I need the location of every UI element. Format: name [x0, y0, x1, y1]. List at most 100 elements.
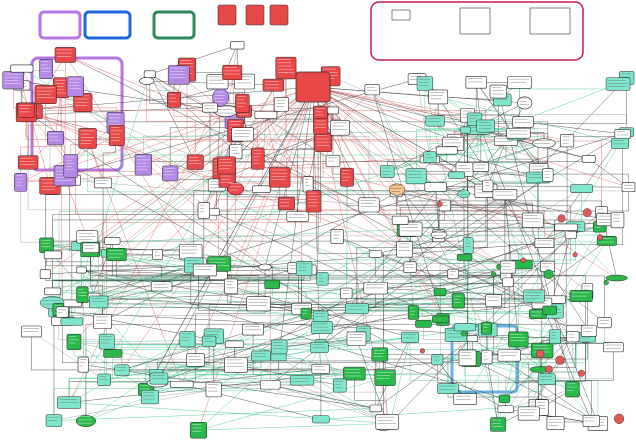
node-teal[interactable] — [312, 416, 329, 423]
node-teal[interactable] — [549, 330, 560, 344]
node-white[interactable] — [44, 288, 60, 295]
node-white[interactable] — [502, 278, 513, 287]
node-white[interactable] — [312, 364, 330, 373]
node-white[interactable] — [331, 229, 344, 243]
node-white[interactable] — [370, 405, 382, 412]
node-white[interactable] — [547, 417, 564, 430]
node-white[interactable] — [202, 103, 217, 112]
node-white[interactable] — [331, 120, 350, 135]
node-white[interactable] — [542, 169, 553, 182]
node-teal[interactable] — [296, 261, 312, 275]
node-teal[interactable] — [290, 376, 314, 385]
node-dot[interactable] — [491, 272, 496, 277]
node-white[interactable] — [232, 128, 254, 141]
node-white[interactable] — [448, 269, 459, 279]
node-teal[interactable] — [251, 351, 270, 361]
node-white[interactable] — [482, 350, 493, 364]
node-white[interactable] — [490, 85, 507, 98]
node-red[interactable] — [251, 148, 264, 169]
node-white[interactable] — [105, 238, 120, 245]
node-white[interactable] — [255, 112, 277, 119]
node-white[interactable] — [40, 270, 50, 279]
node-white[interactable] — [522, 213, 543, 228]
node-white[interactable] — [274, 98, 288, 112]
node-white[interactable] — [140, 77, 155, 84]
node-white[interactable] — [622, 183, 635, 192]
node-white[interactable] — [436, 147, 457, 154]
node-green[interactable] — [76, 415, 96, 426]
node-white[interactable] — [206, 382, 221, 397]
node-teal[interactable] — [311, 321, 332, 333]
node-teal[interactable] — [426, 116, 445, 126]
hub-node-red-top[interactable] — [218, 5, 236, 25]
node-white[interactable] — [598, 318, 612, 328]
node-dot[interactable] — [614, 414, 624, 424]
node-teal[interactable] — [458, 190, 470, 198]
node-dot[interactable] — [583, 209, 591, 217]
node-red[interactable] — [269, 167, 290, 187]
node-purple[interactable] — [64, 154, 78, 177]
node-white[interactable] — [498, 406, 514, 413]
node-white[interactable] — [582, 155, 595, 162]
node-white[interactable] — [94, 178, 111, 188]
node-white[interactable] — [82, 243, 98, 253]
node-teal[interactable] — [449, 172, 465, 179]
node-red[interactable] — [17, 103, 34, 117]
node-dot[interactable] — [604, 280, 609, 285]
node-green[interactable] — [106, 248, 126, 261]
node-teal[interactable] — [380, 166, 394, 178]
node-white[interactable] — [431, 231, 447, 239]
node-teal[interactable] — [311, 342, 329, 353]
node-white[interactable] — [56, 307, 68, 317]
node-red[interactable] — [79, 128, 97, 148]
node-white[interactable] — [76, 267, 86, 273]
node-white[interactable] — [152, 249, 162, 259]
node-teal[interactable] — [141, 390, 158, 404]
node-white[interactable] — [94, 314, 112, 328]
node-dot[interactable] — [544, 270, 553, 279]
node-purple[interactable] — [168, 66, 189, 85]
node-green[interactable] — [481, 322, 491, 334]
node-red[interactable] — [315, 133, 332, 151]
node-white[interactable] — [260, 380, 280, 389]
node-green[interactable] — [434, 289, 446, 296]
node-green[interactable] — [372, 348, 388, 361]
node-green[interactable] — [265, 280, 280, 288]
node-teal[interactable] — [345, 303, 368, 313]
node-teal[interactable] — [115, 365, 130, 375]
node-teal[interactable] — [272, 340, 288, 354]
node-teal[interactable] — [432, 354, 443, 365]
node-red[interactable] — [278, 197, 295, 210]
node-red[interactable] — [109, 125, 124, 146]
node-green[interactable] — [543, 306, 557, 315]
node-red[interactable] — [18, 156, 38, 170]
node-white[interactable] — [518, 407, 539, 420]
node-white[interactable] — [252, 186, 270, 193]
node-teal[interactable] — [477, 120, 495, 132]
hub-node-red-top-3[interactable] — [270, 5, 288, 25]
node-white[interactable] — [151, 282, 172, 291]
node-white[interactable] — [369, 250, 382, 257]
node-red[interactable] — [223, 65, 242, 80]
node-red[interactable] — [313, 106, 327, 118]
node-teal[interactable] — [89, 296, 108, 308]
node-teal[interactable] — [606, 78, 630, 91]
node-dot[interactable] — [573, 253, 577, 257]
node-green[interactable] — [490, 418, 505, 432]
node-dot[interactable] — [461, 331, 466, 336]
node-white[interactable] — [359, 198, 379, 212]
node-white[interactable] — [517, 97, 532, 109]
node-green[interactable] — [457, 254, 472, 260]
hub-node-red[interactable] — [296, 72, 330, 102]
node-white[interactable] — [467, 336, 478, 342]
node-green[interactable] — [408, 305, 419, 319]
node-teal[interactable] — [437, 384, 458, 394]
node-teal[interactable] — [571, 185, 593, 193]
node-white[interactable] — [376, 415, 399, 430]
node-green[interactable] — [104, 350, 122, 358]
node-white[interactable] — [473, 162, 489, 171]
node-dot[interactable] — [496, 264, 501, 269]
node-white[interactable] — [287, 212, 309, 222]
node-white[interactable] — [365, 85, 380, 95]
node-dot[interactable] — [558, 215, 565, 222]
